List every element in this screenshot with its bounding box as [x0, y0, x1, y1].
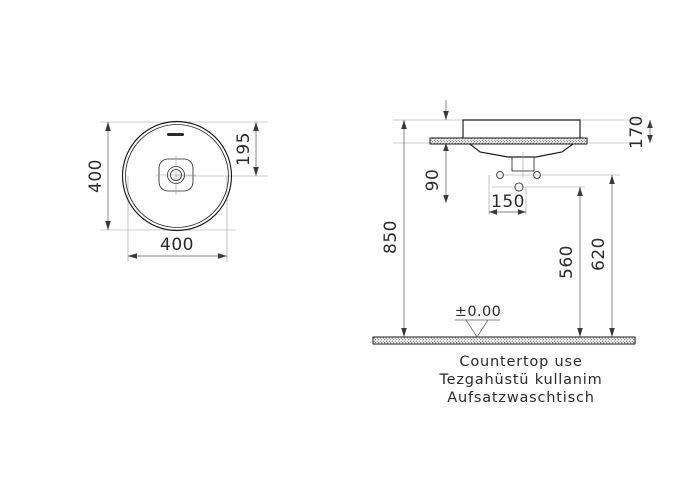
- elevation-dim-90-label: 90: [423, 169, 443, 192]
- caption-block: Countertop use Tezgahüstü kullanim Aufsa…: [438, 354, 602, 406]
- elevation-dim-150-label: 150: [491, 192, 525, 212]
- elevation-supply-hole-right: [533, 171, 541, 179]
- elevation-supply-hole-left: [496, 171, 504, 179]
- elevation-basin-bowl: [469, 143, 574, 158]
- elevation-level-label: ±0.00: [455, 304, 501, 320]
- plan-dim-400-horizontal-label: 400: [160, 235, 194, 255]
- elevation-dim-850: 850: [381, 120, 407, 337]
- plan-inner-rim-circle: [125, 124, 229, 228]
- plan-overflow-slot: [167, 133, 184, 136]
- elevation-dim-620-label: 620: [589, 237, 609, 271]
- elevation-countertop-slab: [429, 137, 588, 145]
- caption-line-tr: Tezgahüstü kullanim: [438, 372, 602, 388]
- elevation-dim-150: 150: [489, 192, 526, 215]
- elevation-dim-560-label: 560: [557, 245, 577, 279]
- caption-line-en: Countertop use: [459, 354, 582, 370]
- elevation-waste-hole: [514, 182, 524, 192]
- plan-outer-rim-circle: [121, 120, 233, 232]
- plan-view: 400 400 195: [86, 120, 268, 262]
- elevation-dim-90: 90: [423, 143, 449, 203]
- elevation-view: ±0.00 170 90 150: [372, 100, 653, 345]
- elevation-dim-170: 170: [627, 115, 653, 149]
- elevation-floor-slab: [372, 336, 636, 345]
- plan-dim-195-label: 195: [234, 132, 254, 166]
- plan-dim-400-horizontal: 400: [128, 235, 227, 259]
- elevation-dim-170-label: 170: [627, 115, 647, 149]
- plan-dim-400-vertical-label: 400: [86, 159, 106, 193]
- caption-line-de: Aufsatzwaschtisch: [447, 390, 594, 406]
- elevation-dim-620: 620: [589, 175, 615, 337]
- plan-dim-400-vertical: 400: [86, 122, 111, 230]
- elevation-top-marker: [443, 100, 449, 120]
- elevation-dim-850-label: 850: [381, 220, 401, 254]
- elevation-dim-560: 560: [557, 187, 583, 337]
- plan-dim-195: 195: [234, 122, 259, 176]
- elevation-basin-body: [462, 119, 581, 138]
- elevation-level-marker: ±0.00: [455, 304, 501, 338]
